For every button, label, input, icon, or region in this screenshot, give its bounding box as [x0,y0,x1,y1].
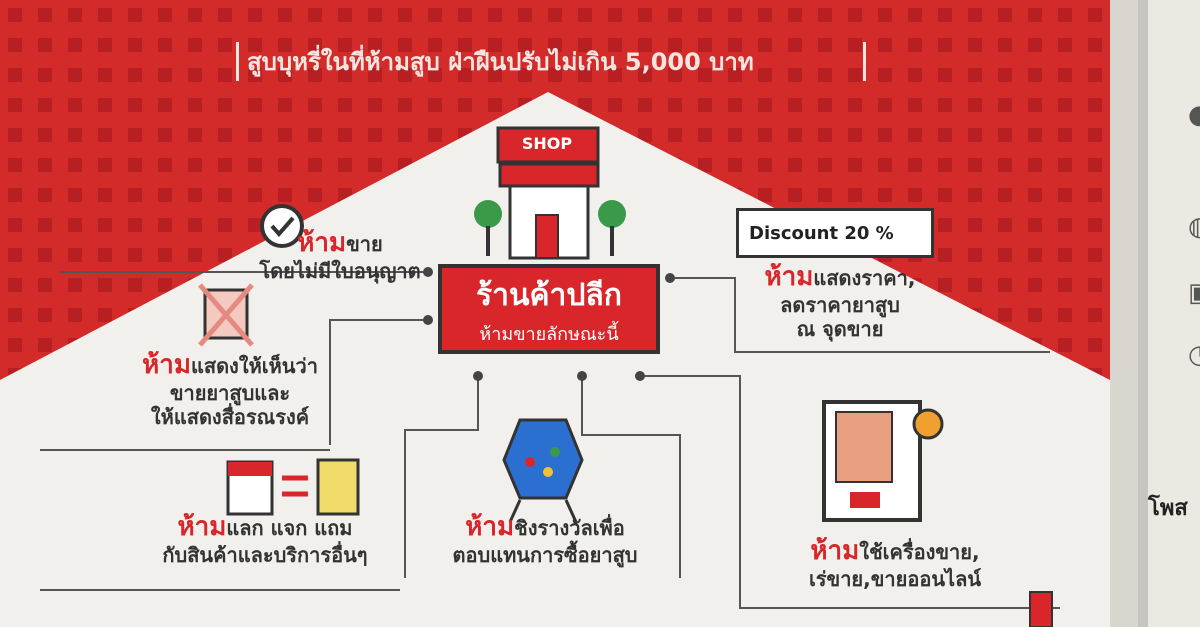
browser-sidebar: ● ◍ ▣ ◔ [1138,0,1200,627]
header-title: สูบบุหรี่ในที่ห้ามสูบ ฝ่าฝืนปรับไม่เกิน … [236,42,866,81]
rule-3: ห้ามแลก แจก แถม กับสินค้าและบริการอื่นๆ [162,512,368,568]
chat-icon[interactable]: ● [1188,100,1200,130]
rule-2: ห้ามแสดงให้เห็นว่า ขายยาสูบและให้แสดงสื่… [142,350,318,430]
center-box: ร้านค้าปลีก ห้ามขายลักษณะนี้ [438,264,660,354]
post-label: โพส [1148,496,1188,521]
center-subtitle: ห้ามขายลักษณะนี้ [479,324,619,345]
globe-icon[interactable]: ◍ [1188,212,1200,242]
rule-6: ห้ามแสดงราคา, ลดราคายาสูบณ จุดขาย [764,262,916,342]
infographic: สูบบุหรี่ในที่ห้ามสูบ ฝ่าฝืนปรับไม่เกิน … [0,0,1110,627]
lottery-ball-icon [502,418,584,523]
rule-5: ห้ามใช้เครื่องขาย, เร่ขาย,ขายออนไลน์ [808,536,982,592]
clock-icon[interactable]: ◔ [1188,340,1200,370]
shop-sign: SHOP [521,134,573,153]
poster-background [0,0,1110,627]
rule-4: ห้ามชิงรางวัลเพื่อ ตอบแทนการซื้อยาสูบ [452,512,638,568]
calendar-icon[interactable]: ▣ [1188,278,1200,308]
check-icon [260,204,304,248]
rule-1: ห้ามขาย โดยไม่มีใบอนุญาต [259,228,421,284]
shop-icon [474,126,626,260]
exchange-icon [226,458,360,516]
discount-tag: Discount 20 % [736,208,934,258]
center-title: ร้านค้าปลีก [476,278,622,313]
vending-machine-icon [822,400,944,522]
no-display-icon [198,283,254,347]
